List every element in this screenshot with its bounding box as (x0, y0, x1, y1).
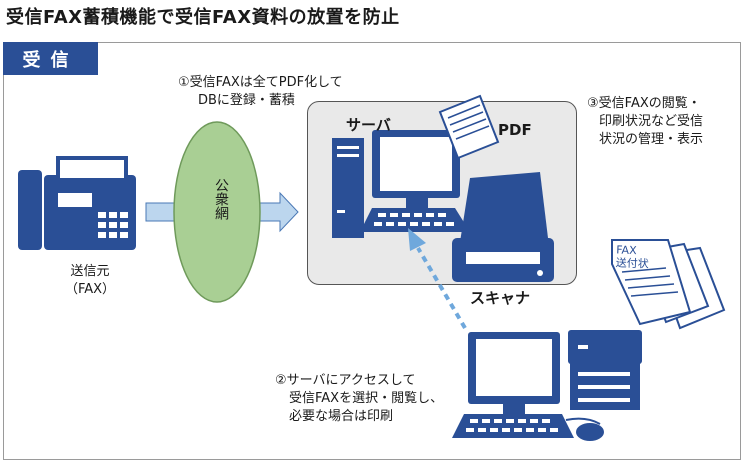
server-computer-icon (360, 130, 470, 232)
step2-label: ②サーバにアクセスして 受信FAXを選択・閲覧し、 必要な場合は印刷 (275, 372, 443, 426)
fax-doc-line1: FAX (616, 243, 637, 258)
step2-line1: ②サーバにアクセスして (275, 373, 416, 388)
step3-label: ③受信FAXの閲覧・ 印刷状況など受信 状況の管理・表示 (587, 95, 703, 149)
server-tower-icon (332, 138, 364, 238)
fax-machine-icon (18, 156, 136, 250)
printer-icon (568, 330, 642, 410)
client-to-server-dotted-arrow (408, 228, 467, 330)
scanner-label: スキャナ (470, 289, 531, 307)
fax-cover-sheets-icon (611, 239, 726, 330)
scanner-icon (452, 172, 554, 282)
step3-line3: 状況の管理・表示 (599, 132, 704, 147)
fax-source-line2: （FAX） (64, 282, 116, 297)
pdf-label: PDF (498, 121, 532, 139)
network-to-server-arrow (254, 191, 299, 233)
network-label: 公衆網 (213, 178, 229, 220)
step3-line2: 印刷状況など受信 (599, 114, 704, 129)
fax-cover-sheet-label: FAX 送付状 (616, 243, 650, 270)
step1-line1: ①受信FAXは全てPDF化して (178, 75, 343, 90)
step2-line3: 必要な場合は印刷 (289, 409, 394, 424)
fax-source-label: 送信元 （FAX） (60, 263, 120, 299)
diagram-frame (3, 42, 741, 460)
fax-doc-line2: 送付状 (615, 256, 649, 271)
pdf-document-icon (438, 94, 500, 160)
fax-source-line1: 送信元 (70, 264, 110, 279)
step3-line1: ③受信FAXの閲覧・ (587, 96, 701, 111)
step1-line2: DBに登録・蓄積 (198, 93, 295, 108)
receive-tab: 受信 (3, 42, 98, 75)
page-title: 受信FAX蓄積機能で受信FAX資料の放置を防止 (6, 7, 400, 28)
client-computer-icon (452, 332, 604, 441)
public-network-node (173, 121, 261, 303)
server-label: サーバ (346, 116, 391, 134)
step1-label: ①受信FAXは全てPDF化して DBに登録・蓄積 (178, 74, 343, 110)
step2-line2: 受信FAXを選択・閲覧し、 (289, 391, 444, 406)
